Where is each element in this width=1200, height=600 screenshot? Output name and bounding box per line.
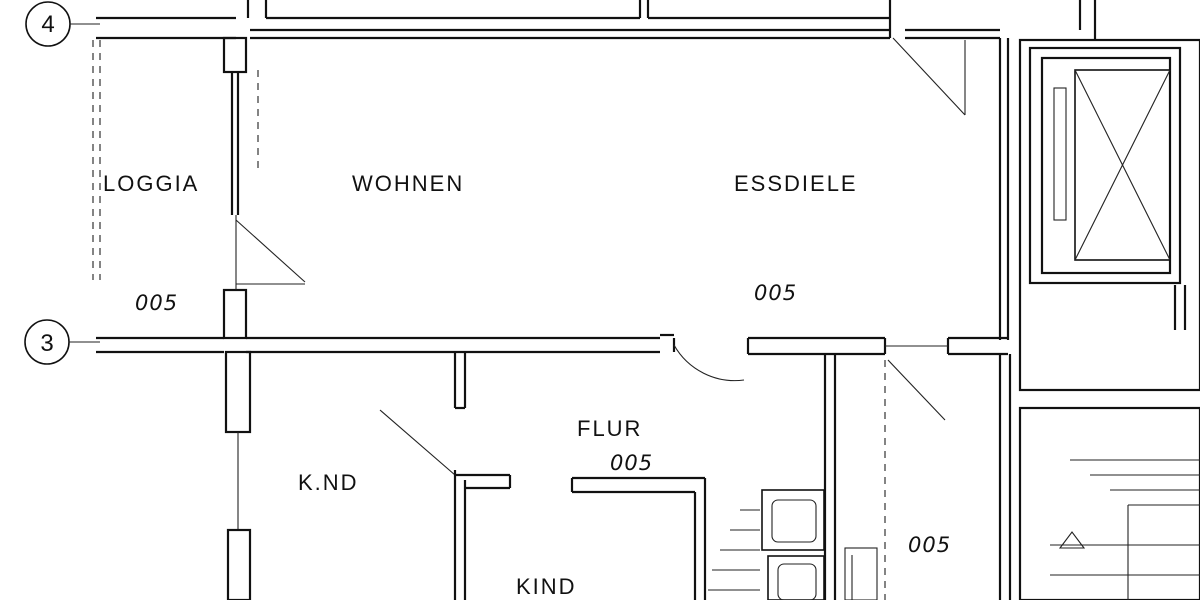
wall-kind-flur	[379, 352, 512, 600]
wall-axis-4	[96, 0, 1097, 40]
axis-marker-3: 3	[24, 319, 100, 365]
door-essdiele-top	[892, 37, 966, 116]
room-code-right: 005	[908, 533, 951, 557]
axis-marker-4: 4	[25, 1, 100, 47]
room-label-loggia: LOGGIA	[103, 171, 199, 196]
room-code-loggia: 005	[135, 291, 178, 315]
door-flur	[672, 338, 745, 382]
axis-3-label: 3	[40, 330, 53, 357]
axis-4-label: 4	[41, 11, 54, 38]
wall-axis-3	[96, 333, 1008, 356]
room-label-wohnen: WOHNEN	[352, 171, 464, 196]
staircase	[1018, 406, 1200, 600]
room-code-flur: 005	[610, 451, 653, 475]
wall-flur-bath	[570, 354, 837, 600]
room-code-essdiele: 005	[754, 281, 797, 305]
room-label-kind-bottom: KIND	[516, 574, 577, 599]
room-label-flur: FLUR	[577, 416, 642, 441]
room-label-kind-left: K.ND	[298, 470, 359, 495]
loggia-outline	[92, 40, 259, 280]
right-corridor	[884, 354, 1012, 600]
bathroom-fixtures	[708, 489, 878, 600]
loggia-partition	[222, 36, 306, 340]
wall-kind-left	[224, 350, 252, 600]
wall-essdiele-right	[998, 38, 1010, 340]
room-label-essdiele: ESSDIELE	[734, 171, 858, 196]
elevator-shaft	[1018, 38, 1200, 392]
